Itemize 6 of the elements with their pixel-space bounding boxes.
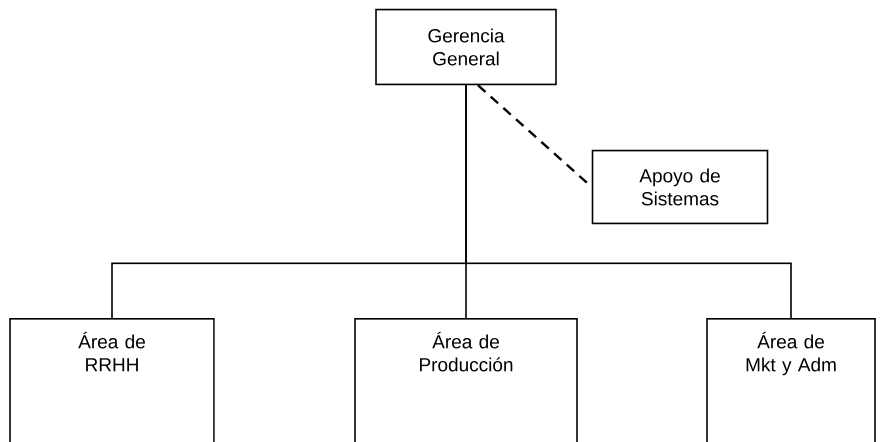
org-box: Área de RRHH [9, 318, 215, 442]
org-box: Gerencia General [375, 8, 557, 86]
org-box: Área de Mkt y Adm [706, 318, 876, 442]
connector-line [465, 85, 792, 318]
org-box: Área de Producción [354, 318, 578, 442]
org-box: Apoyo de Sistemas [592, 150, 768, 224]
